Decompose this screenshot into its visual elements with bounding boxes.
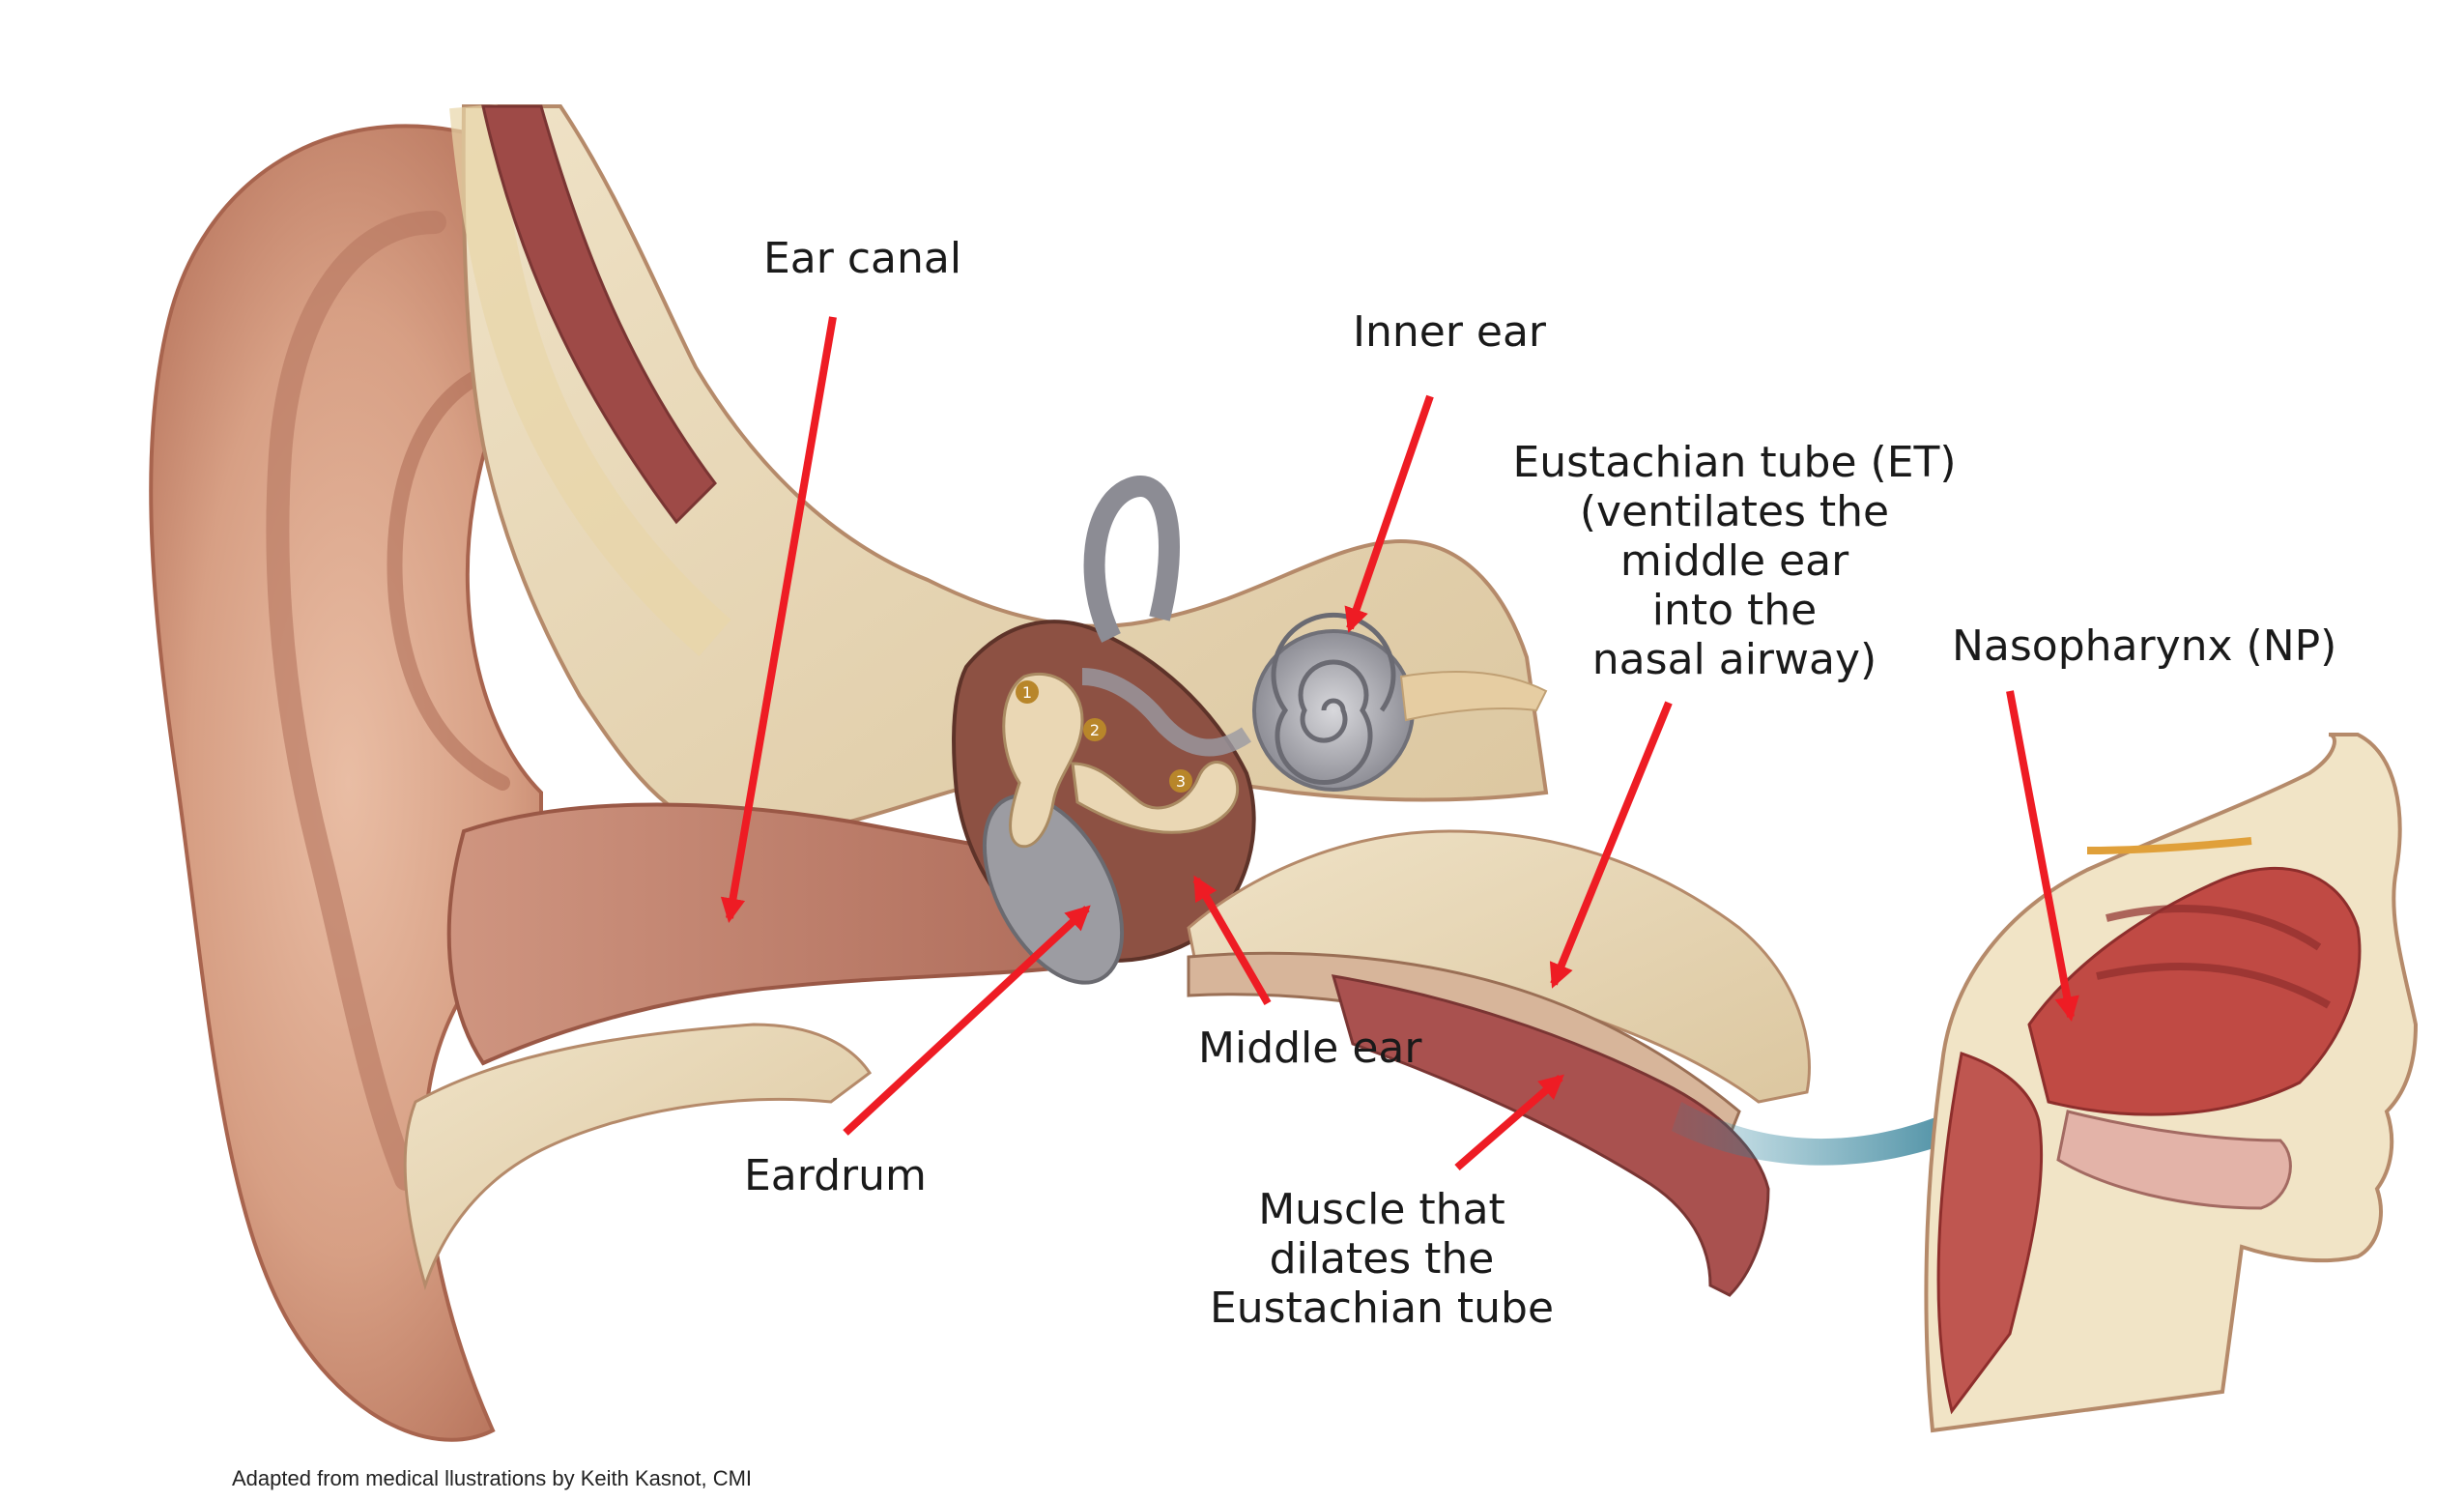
illustration-credit: Adapted from medical llustrations by Kei… bbox=[232, 1466, 752, 1491]
muscle-line-3: Eustachian tube bbox=[1198, 1284, 1565, 1333]
eustachian-tube-line-3: middle ear bbox=[1507, 536, 1962, 586]
label-dilator-muscle: Muscle that dilates the Eustachian tube bbox=[1198, 1185, 1565, 1333]
label-eardrum: Eardrum bbox=[744, 1151, 976, 1200]
muscle-line-1: Muscle that bbox=[1198, 1185, 1565, 1234]
eustachian-tube-line-5: nasal airway) bbox=[1507, 635, 1962, 684]
label-nasopharynx: Nasopharynx (NP) bbox=[1952, 621, 2338, 671]
ossicle-marker-3: 3 bbox=[1176, 772, 1186, 791]
ossicle-marker-1: 1 bbox=[1022, 683, 1032, 702]
eustachian-tube-line-2: (ventilates the bbox=[1507, 487, 1962, 536]
nasal-cavity-section bbox=[1926, 735, 2416, 1430]
eustachian-tube-line-1: Eustachian tube (ET) bbox=[1507, 438, 1962, 487]
muscle-line-2: dilates the bbox=[1198, 1234, 1565, 1284]
eustachian-tube-line-4: into the bbox=[1507, 586, 1962, 635]
label-inner-ear: Inner ear bbox=[1353, 307, 1585, 357]
ossicle-marker-2: 2 bbox=[1090, 721, 1100, 739]
label-ear-canal: Ear canal bbox=[763, 234, 995, 283]
label-eustachian-tube: Eustachian tube (ET) (ventilates the mid… bbox=[1507, 438, 1962, 684]
label-middle-ear: Middle ear bbox=[1198, 1024, 1469, 1073]
